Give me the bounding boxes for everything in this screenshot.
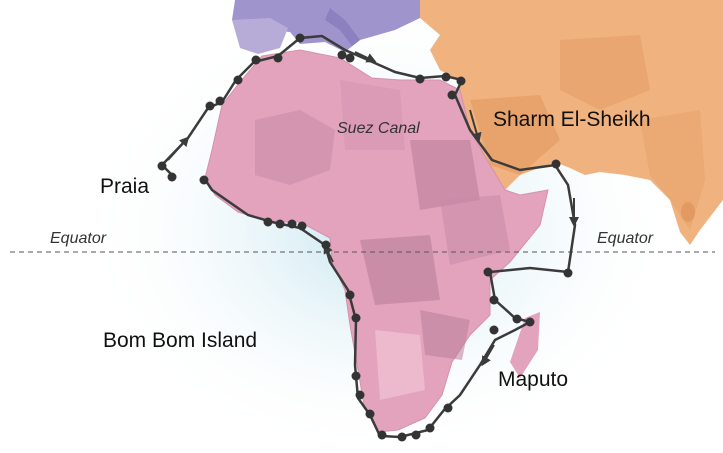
stop-marker-icon — [377, 430, 387, 440]
southern-shade — [375, 330, 425, 400]
stop-marker-icon — [355, 390, 365, 400]
label-equator-right: Equator — [597, 230, 654, 247]
stop-marker-icon — [275, 219, 285, 229]
label-bom-bom-island: Bom Bom Island — [103, 329, 258, 352]
stop-marker-icon — [441, 72, 451, 82]
stop-marker-icon — [215, 96, 225, 106]
stop-marker-icon — [205, 101, 215, 111]
stop-marker-icon — [456, 76, 466, 86]
stop-marker-icon — [489, 325, 499, 335]
label-equator-left: Equator — [50, 230, 107, 247]
label-sharm-el-sheikh: Sharm El-Sheikh — [493, 108, 651, 131]
madagascar — [510, 312, 540, 378]
iberia — [232, 18, 288, 54]
iran-shade — [560, 35, 650, 110]
italy — [325, 8, 360, 46]
label-maputo: Maputo — [498, 368, 569, 391]
stop-marker-icon — [489, 295, 499, 305]
stop-marker-icon — [351, 371, 361, 381]
stop-marker-icon — [297, 221, 307, 231]
stop-marker-icon — [167, 172, 177, 182]
stop-marker-icon — [287, 219, 297, 229]
stop-marker-icon — [351, 313, 361, 323]
route-arrow-west — [323, 243, 334, 263]
route-arrow-red-sea — [469, 109, 482, 143]
label-suez-canal: Suez Canal — [337, 120, 420, 137]
stop-marker-icon — [157, 161, 167, 171]
route-arrow-mozambique — [481, 344, 495, 367]
stop-marker-icon — [295, 33, 305, 43]
sri-lanka — [681, 202, 695, 222]
stop-marker-icon — [447, 90, 457, 100]
east-africa-shade — [440, 195, 510, 265]
stop-marker-icon — [563, 268, 573, 278]
libya-shade — [340, 80, 405, 150]
label-praia: Praia — [100, 175, 150, 198]
stop-markers — [157, 33, 573, 442]
stop-marker-icon — [551, 159, 561, 169]
india-shade — [640, 110, 705, 230]
stop-marker-icon — [251, 55, 261, 65]
zambia-shade — [420, 310, 470, 360]
stop-marker-icon — [411, 430, 421, 440]
stop-marker-icon — [199, 175, 209, 185]
stop-marker-icon — [483, 267, 493, 277]
stop-marker-icon — [443, 403, 453, 413]
stop-marker-icon — [415, 74, 425, 84]
europe-landmass — [232, 0, 430, 52]
arabia-shade — [470, 95, 560, 175]
middle-east-landmass — [420, 0, 723, 245]
stop-marker-icon — [233, 75, 243, 85]
sudan-shade — [410, 140, 480, 210]
stop-marker-icon — [273, 53, 283, 63]
stop-marker-icon — [345, 290, 355, 300]
stop-marker-icon — [337, 50, 347, 60]
stop-marker-icon — [512, 314, 522, 324]
stop-marker-icon — [425, 423, 435, 433]
stop-marker-icon — [365, 409, 375, 419]
stop-marker-icon — [525, 317, 535, 327]
sahara-shade — [255, 110, 335, 185]
stop-marker-icon — [345, 53, 355, 63]
route-arrow-atlantic — [167, 136, 190, 161]
route-arrow-med — [354, 51, 377, 63]
stop-marker-icon — [321, 240, 331, 250]
stop-marker-icon — [263, 217, 273, 227]
stop-marker-icon — [397, 432, 407, 442]
